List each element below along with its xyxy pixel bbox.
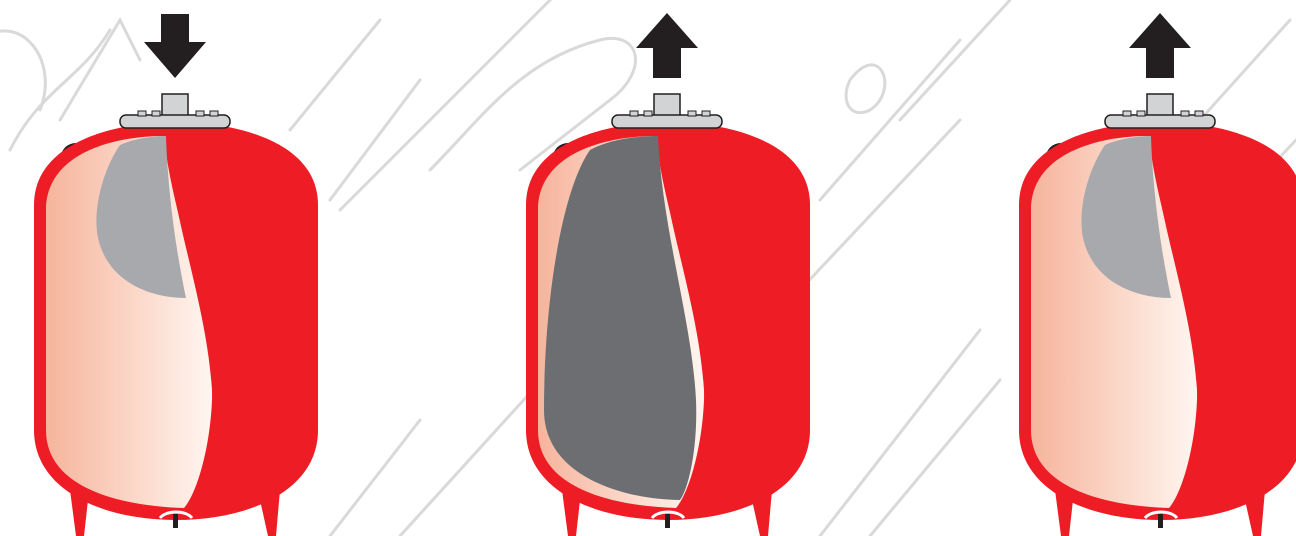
drain-rim [1143, 510, 1179, 520]
flange-bolt [643, 110, 653, 117]
tank-leg-left [1055, 490, 1073, 536]
flange-bolt [195, 110, 205, 117]
arrow-up-icon [1129, 13, 1191, 78]
tank-front-cover [1151, 132, 1293, 512]
tank-2 [526, 13, 810, 536]
tank-1 [34, 14, 318, 536]
flange-plate [611, 114, 723, 129]
flange-bolt [209, 110, 219, 117]
arrow-down-icon [144, 14, 206, 78]
flange-bolt [1136, 110, 1146, 117]
connector-pipe [653, 93, 681, 119]
flange-bolt [1122, 110, 1132, 117]
drain-plug [173, 514, 178, 528]
flange-bolt [629, 110, 639, 117]
bladder [96, 136, 186, 298]
drain-rim [650, 510, 686, 520]
tank-3 [1019, 13, 1296, 536]
flange-plate [119, 114, 231, 129]
flange-bolt [701, 110, 711, 117]
bladder [1081, 136, 1171, 298]
flange-bolt [137, 110, 147, 117]
tank-leg-left [562, 490, 580, 536]
flange-bolt [1180, 110, 1190, 117]
flange-bolt [687, 110, 697, 117]
tanks-layer [34, 13, 1296, 536]
tank-leg-left [70, 490, 88, 536]
bladder [544, 136, 697, 500]
tank-front-cover [166, 132, 308, 512]
arrow-up-icon [636, 13, 698, 78]
drain-plug [1158, 514, 1163, 528]
drain-rim [158, 510, 194, 520]
flange-bolt [151, 110, 161, 117]
tank-front-cover [658, 132, 800, 512]
flange-plate [1104, 114, 1216, 129]
drain-plug [665, 514, 670, 528]
flange-bolt [1194, 110, 1204, 117]
connector-pipe [161, 93, 189, 119]
